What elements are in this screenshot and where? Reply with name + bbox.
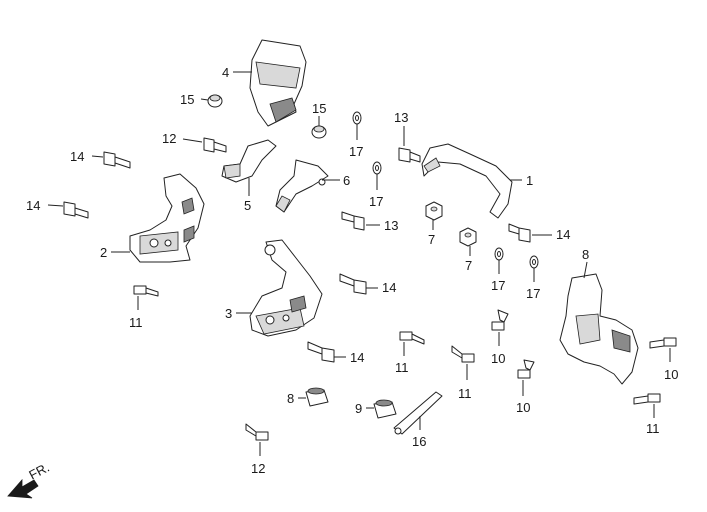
callout-2: 2 bbox=[100, 245, 107, 260]
callout-17a: 17 bbox=[349, 144, 363, 159]
direction-arrow-icon bbox=[7, 478, 39, 499]
callout-11a: 11 bbox=[129, 315, 143, 330]
part-washer-17c: 17 bbox=[491, 247, 505, 293]
part-screw-10a: 10 bbox=[491, 309, 509, 366]
callout-17b: 17 bbox=[369, 194, 383, 209]
front-direction-indicator: FR. bbox=[7, 460, 52, 499]
part-grommet-right: 15 bbox=[311, 101, 327, 139]
callout-15b: 15 bbox=[312, 101, 326, 116]
callout-10c: 10 bbox=[664, 367, 678, 382]
callout-10d: 11 bbox=[646, 421, 660, 436]
part-bolt-12a: 12 bbox=[162, 131, 227, 153]
part-washer-17d: 17 bbox=[526, 255, 540, 301]
part-grommet-8a: 8 bbox=[287, 387, 329, 407]
callout-11d: 12 bbox=[251, 461, 265, 476]
part-screw-11b: 11 bbox=[395, 331, 425, 375]
callout-9: 8 bbox=[582, 247, 589, 262]
part-screw-10c: 10 bbox=[649, 337, 678, 382]
callout-4: 4 bbox=[222, 65, 229, 80]
part-stay-1: 1 bbox=[421, 143, 533, 219]
callout-14c: 14 bbox=[382, 280, 396, 295]
part-screw-11a: 11 bbox=[129, 285, 159, 330]
part-bolt-14a: 14 bbox=[70, 149, 131, 169]
front-label: FR. bbox=[26, 460, 52, 483]
part-windscreen: 4 bbox=[222, 39, 307, 127]
callout-14d: 14 bbox=[350, 350, 364, 365]
part-cover-9: 8 bbox=[559, 247, 639, 385]
callout-11c: 11 bbox=[458, 386, 472, 401]
callout-14b: 14 bbox=[26, 198, 40, 213]
part-grommet-8b: 9 bbox=[355, 399, 397, 419]
callout-17d: 17 bbox=[526, 286, 540, 301]
part-bracket-6: 6 bbox=[275, 159, 350, 213]
part-nut-7a: 7 bbox=[425, 201, 443, 247]
part-grommet-left: 15 bbox=[180, 92, 223, 108]
part-washer-17b: 17 bbox=[369, 161, 383, 209]
callout-12b: 13 bbox=[384, 218, 398, 233]
callout-13b: 14 bbox=[556, 227, 570, 242]
callout-7b: 7 bbox=[465, 258, 472, 273]
part-screw-11c: 11 bbox=[451, 345, 475, 401]
callout-7a: 7 bbox=[428, 232, 435, 247]
callout-10a: 10 bbox=[491, 351, 505, 366]
callout-17c: 17 bbox=[491, 278, 505, 293]
callout-16: 16 bbox=[412, 434, 426, 449]
part-band-16: 16 bbox=[393, 391, 443, 449]
part-screw-11d: 12 bbox=[245, 423, 269, 476]
part-screw-10d: 11 bbox=[633, 393, 661, 436]
callout-15a: 15 bbox=[180, 92, 194, 107]
part-nut-7b: 7 bbox=[459, 227, 477, 273]
part-bolt-14b: 14 bbox=[26, 198, 89, 219]
callout-6: 6 bbox=[343, 173, 350, 188]
callout-5: 5 bbox=[244, 198, 251, 213]
part-bolt-14d: 14 bbox=[307, 341, 364, 365]
callout-10b: 10 bbox=[516, 400, 530, 415]
part-bolt-12b: 13 bbox=[341, 211, 398, 233]
callout-11b: 11 bbox=[395, 360, 409, 375]
callout-8a: 8 bbox=[287, 391, 294, 406]
callout-12a: 12 bbox=[162, 131, 176, 146]
part-screw-10b: 10 bbox=[516, 359, 535, 415]
part-washer-17a: 17 bbox=[349, 111, 363, 159]
part-bolt-13a: 13 bbox=[394, 110, 421, 163]
callout-1: 1 bbox=[526, 173, 533, 188]
callout-3: 3 bbox=[225, 306, 232, 321]
callout-13a: 13 bbox=[394, 110, 408, 125]
callout-14a: 14 bbox=[70, 149, 84, 164]
part-bracket-5: 5 bbox=[221, 139, 277, 213]
part-bracket-2: 2 bbox=[100, 173, 205, 263]
callout-8b: 9 bbox=[355, 401, 362, 416]
part-bolt-13b: 14 bbox=[508, 223, 570, 243]
part-bracket-3: 3 bbox=[225, 239, 323, 337]
part-bolt-14c: 14 bbox=[339, 273, 396, 295]
